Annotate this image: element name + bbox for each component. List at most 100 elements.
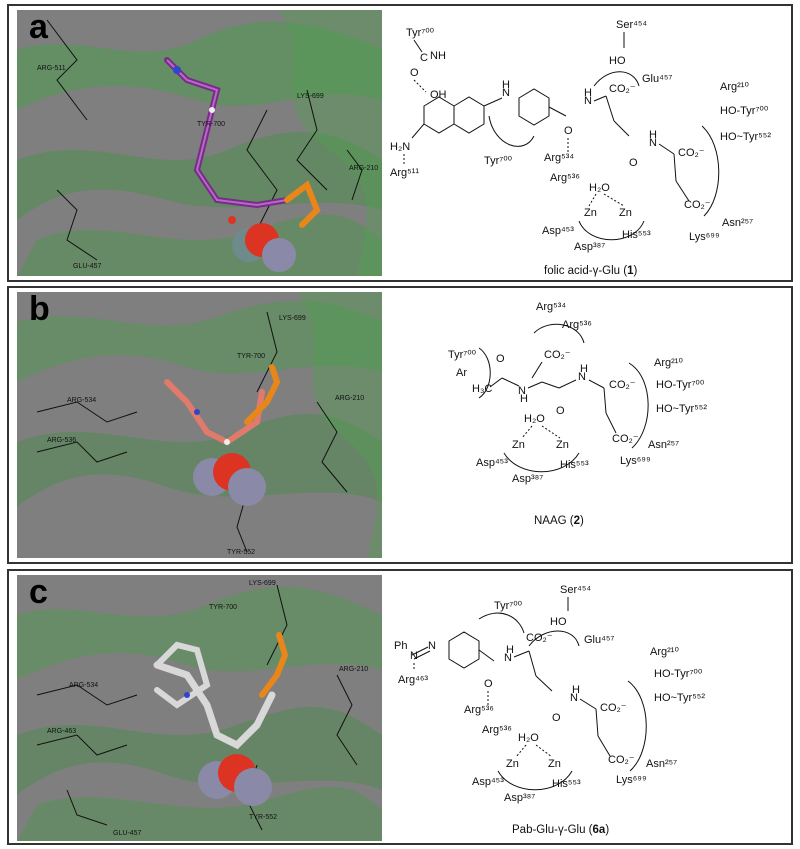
panel-c-residue-label: ARG-534 bbox=[69, 682, 98, 689]
panel-c-label-asn257: Asn²⁵⁷ bbox=[646, 758, 677, 770]
panel-c-label-n4: N bbox=[570, 692, 578, 704]
panel-a-label-co2-2: CO₂⁻ bbox=[678, 147, 705, 159]
panel-a-3d-image: ARG-511 TYR-700 LYS-699 ARG-210 GLU-457 bbox=[17, 10, 382, 276]
panel-b-label-acetyl-o: O bbox=[496, 353, 505, 365]
panel-a-label-asp453: Asp⁴⁵³ bbox=[542, 225, 574, 237]
panel-b-label-asn257: Asn²⁵⁷ bbox=[648, 439, 679, 451]
panel-b-label-co2-2: CO₂⁻ bbox=[609, 379, 636, 391]
panel-b-residue-label: LYS-699 bbox=[279, 315, 306, 322]
panel-c-label-co2-2: CO₂⁻ bbox=[600, 702, 627, 714]
panel-a-label-o: O bbox=[410, 67, 419, 79]
panel-b-caption: NAAG (2) bbox=[534, 515, 584, 527]
panel-a-structure: Tyr⁷⁰⁰ C NH O O H N H H₂N Arg⁵¹¹ bbox=[390, 19, 771, 277]
panel-b-label-tyr700: Tyr⁷⁰⁰ bbox=[448, 349, 477, 361]
panel-c-label-glu457: Glu⁴⁵⁷ bbox=[584, 634, 614, 646]
panel-b-structure: Arg⁵³⁴ Arg⁵³⁶ CO₂⁻ Tyr⁷⁰⁰ Ar H₃C O N H O… bbox=[448, 301, 707, 527]
panel-c-label-n2: N bbox=[428, 640, 436, 652]
panel-b-label-n1: N bbox=[518, 385, 526, 397]
panel-b-label-co2-1: CO₂⁻ bbox=[544, 349, 571, 361]
panel-a-caption: folic acid-γ-Glu (1) bbox=[544, 265, 637, 277]
panel-a-label-amide-n: N bbox=[584, 95, 592, 107]
panel-c-label-amide-o: O bbox=[484, 678, 493, 690]
panel-a-scheme: Tyr⁷⁰⁰ C NH O O H N H H₂N Arg⁵¹¹ bbox=[384, 6, 789, 280]
panel-b-label-h3c: H₃C bbox=[472, 383, 492, 395]
panel-a-label-co2-1: CO₂⁻ bbox=[609, 83, 636, 95]
panel-c-label-co2-1: CO₂⁻ bbox=[526, 632, 553, 644]
panel-b-residue-label: ARG-534 bbox=[67, 397, 96, 404]
panel-a-3d-render: ARG-511 TYR-700 LYS-699 ARG-210 GLU-457 … bbox=[17, 10, 382, 276]
panel-c: LYS-699 TYR-700 ARG-534 ARG-463 ARG-210 … bbox=[7, 569, 793, 845]
panel-c-3d-image: LYS-699 TYR-700 ARG-534 ARG-463 ARG-210 … bbox=[17, 575, 382, 841]
panel-a-label-nh: NH bbox=[430, 50, 446, 62]
panel-b: LYS-699 TYR-700 ARG-534 ARG-536 ARG-210 … bbox=[7, 286, 793, 564]
panel-c-label-asp453: Asp⁴⁵³ bbox=[472, 776, 504, 788]
panel-b-label-his553: His⁵⁵³ bbox=[560, 459, 589, 471]
panel-b-3d-render: LYS-699 TYR-700 ARG-534 ARG-536 ARG-210 … bbox=[17, 292, 382, 558]
panel-a-label-h: H bbox=[502, 79, 510, 91]
panel-b-letter: b bbox=[29, 292, 50, 328]
panel-c-label-hotyr700: HO-Tyr⁷⁰⁰ bbox=[654, 668, 703, 680]
panel-a-label-zn2: Zn bbox=[619, 207, 632, 219]
panel-a-label-asp387: Asp³⁸⁷ bbox=[574, 241, 605, 253]
panel-c-label-zn1: Zn bbox=[506, 758, 519, 770]
panel-b-label-arg536: Arg⁵³⁶ bbox=[562, 319, 592, 331]
panel-a-label-amide-h: H bbox=[584, 87, 592, 99]
panel-a-label-n: N bbox=[502, 87, 510, 99]
panel-a-label-lys699: Lys⁶⁹⁹ bbox=[689, 231, 720, 243]
panel-c-residue-label: TYR-700 bbox=[209, 604, 237, 611]
panel-a-label-o2: O bbox=[629, 157, 638, 169]
panel-b-label-arg534: Arg⁵³⁴ bbox=[536, 301, 566, 313]
panel-b-label-hotyr700: HO-Tyr⁷⁰⁰ bbox=[656, 379, 705, 391]
panel-a-residue-label: LYS-699 bbox=[297, 93, 324, 100]
panel-c-label-h1: H bbox=[506, 644, 514, 656]
panel-b-label-h2o: H₂O bbox=[524, 413, 545, 425]
panel-b-scheme: Arg⁵³⁴ Arg⁵³⁶ CO₂⁻ Tyr⁷⁰⁰ Ar H₃C O N H O… bbox=[384, 288, 789, 562]
panel-c-label-his553: His⁵⁵³ bbox=[552, 778, 581, 790]
panel-c-label-n3: N bbox=[504, 652, 512, 664]
panel-c-structure: Ph N N Arg⁴⁶³ Tyr⁷⁰⁰ O Arg⁵³⁶ Arg⁵³⁶ N H… bbox=[394, 584, 705, 836]
panel-a-label-co2-3: CO₂⁻ bbox=[684, 199, 711, 211]
panel-c-label-hotyr552: HO~Tyr⁵⁵² bbox=[654, 692, 705, 704]
panel-c-label-lys699: Lys⁶⁹⁹ bbox=[616, 774, 647, 786]
panel-c-scheme: Ph N N Arg⁴⁶³ Tyr⁷⁰⁰ O Arg⁵³⁶ Arg⁵³⁶ N H… bbox=[384, 571, 789, 845]
panel-a-label-zn1: Zn bbox=[584, 207, 597, 219]
panel-b-label-arg210: Arg²¹⁰ bbox=[654, 357, 683, 369]
panel-c-label-asp387: Asp³⁸⁷ bbox=[504, 792, 535, 804]
panel-a-label-h2n: H₂N bbox=[390, 141, 410, 153]
panel-a-residue-label: TYR-700 bbox=[197, 121, 225, 128]
panel-b-label-lys699: Lys⁶⁹⁹ bbox=[620, 455, 651, 467]
panel-c-label-ph: Ph bbox=[394, 640, 407, 652]
panel-b-residue-label: ARG-536 bbox=[47, 437, 76, 444]
panel-c-caption: Pab-Glu-γ-Glu (6a) bbox=[512, 824, 609, 836]
panel-a-label-ser454: Ser⁴⁵⁴ bbox=[616, 19, 647, 31]
panel-c-residue-label: ARG-210 bbox=[339, 666, 368, 673]
panel-c-residue-label: LYS-699 bbox=[249, 580, 276, 587]
panel-c-label-arg536b: Arg⁵³⁶ bbox=[482, 724, 512, 736]
panel-c-label-ser454: Ser⁴⁵⁴ bbox=[560, 584, 591, 596]
panel-c-label-zn2: Zn bbox=[548, 758, 561, 770]
panel-a-label-arg210: Arg²¹⁰ bbox=[720, 81, 749, 93]
panel-b-label-n2: N bbox=[578, 371, 586, 383]
panel-a-label-his553: His⁵⁵³ bbox=[622, 229, 651, 241]
panel-c-label-tyr700: Tyr⁷⁰⁰ bbox=[494, 600, 523, 612]
panel-b-residue-label: TYR-700 bbox=[237, 353, 265, 360]
panel-a: ARG-511 TYR-700 LYS-699 ARG-210 GLU-457 … bbox=[7, 4, 793, 282]
panel-a-label-tyr700-mid: Tyr⁷⁰⁰ bbox=[484, 155, 513, 167]
panel-b-label-hotyr552: HO~Tyr⁵⁵² bbox=[656, 403, 707, 415]
panel-b-label-asp453: Asp⁴⁵³ bbox=[476, 457, 508, 469]
panel-c-residue-label: ARG-463 bbox=[47, 728, 76, 735]
panel-a-label-c: C bbox=[420, 52, 428, 64]
panel-c-label-h2o: H₂O bbox=[518, 732, 539, 744]
panel-a-label-arg511: Arg⁵¹¹ bbox=[390, 167, 419, 179]
panel-a-label-n2: N bbox=[649, 137, 657, 149]
panel-c-residue-label: TYR-552 bbox=[249, 814, 277, 821]
panel-b-3d-image: LYS-699 TYR-700 ARG-534 ARG-536 ARG-210 … bbox=[17, 292, 382, 558]
panel-b-label-zn1: Zn bbox=[512, 439, 525, 451]
panel-a-label-ho: HO bbox=[609, 55, 626, 67]
panel-b-label-h2: H bbox=[580, 363, 588, 375]
panel-a-label-asn257: Asn²⁵⁷ bbox=[722, 217, 753, 229]
panel-c-3d-render: LYS-699 TYR-700 ARG-534 ARG-463 ARG-210 … bbox=[17, 575, 382, 841]
panel-a-residue-label: ARG-210 bbox=[349, 165, 378, 172]
panel-b-residue-label: TYR-552 bbox=[227, 549, 255, 556]
panel-c-label-o2: O bbox=[552, 712, 561, 724]
